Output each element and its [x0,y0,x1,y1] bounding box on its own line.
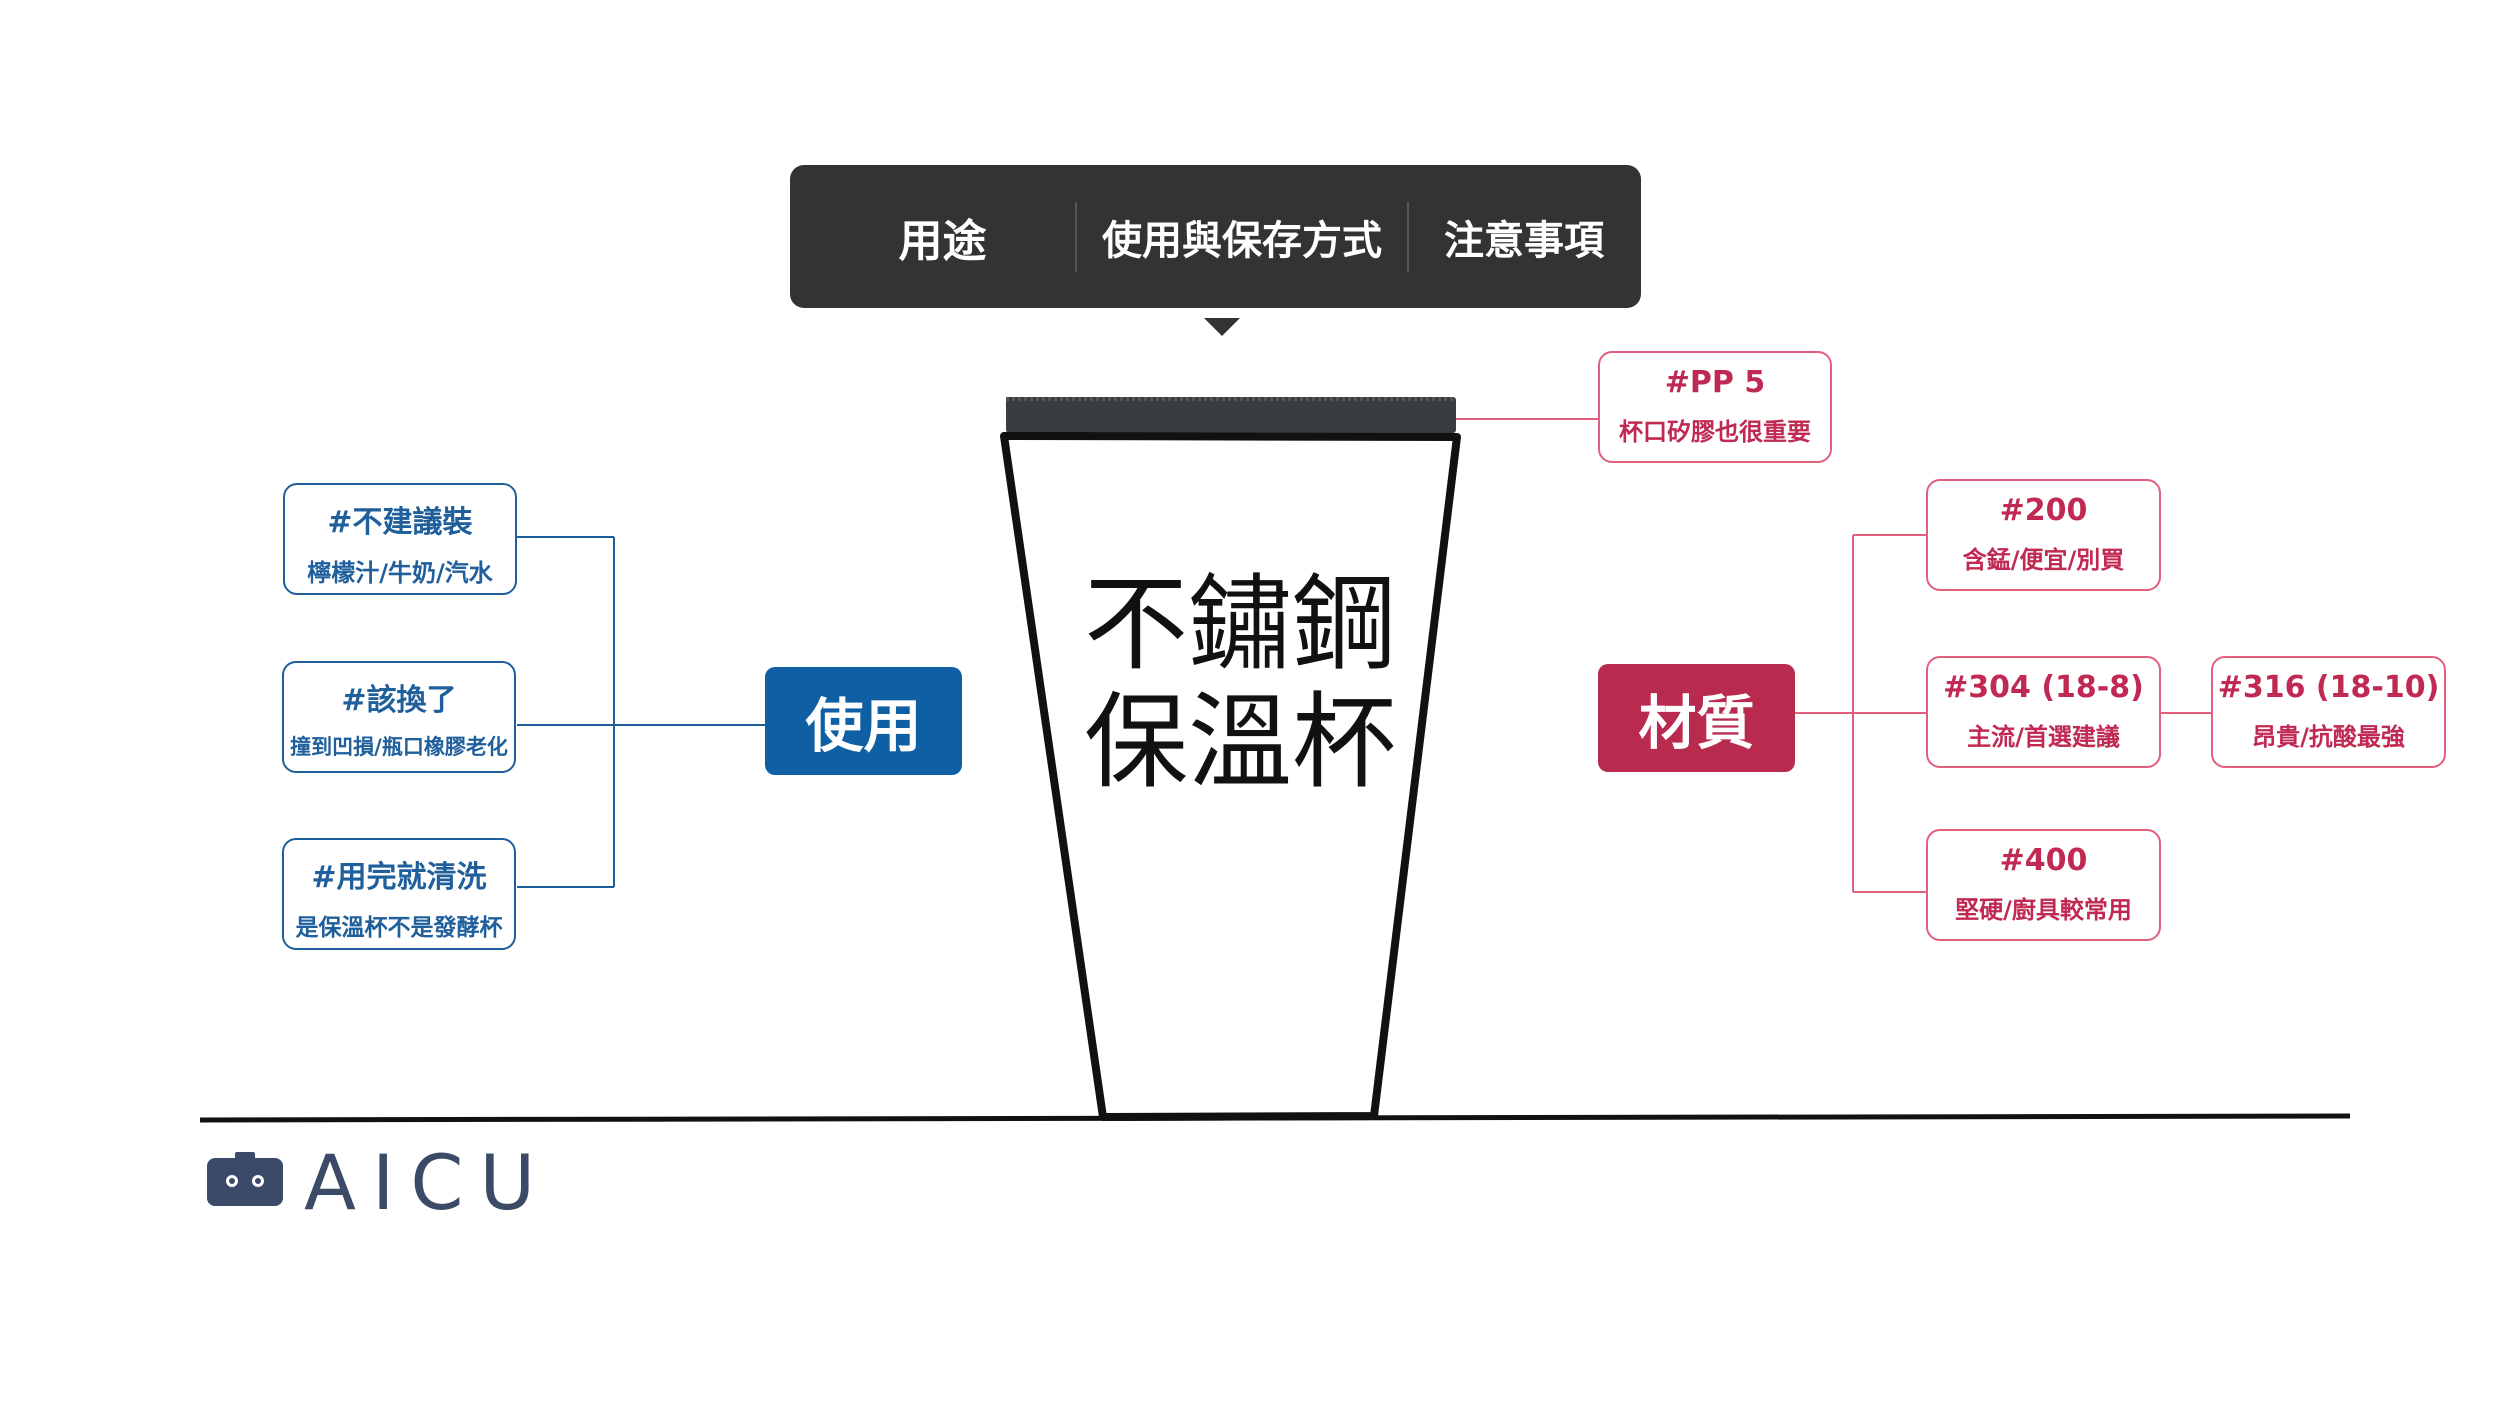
tab-pointer [1204,318,1240,336]
node-desc: 昂貴/抗酸最強 [2213,717,2444,752]
cup-lid [1006,397,1456,433]
node-tag: #PP 5 [1600,365,1830,400]
node-desc: 杯口矽膠也很重要 [1600,412,1830,447]
node-desc: 是保溫杯不是發酵杯 [284,908,514,942]
tab-notes[interactable]: 注意事項 [1409,208,1639,266]
usage-node[interactable]: #用完就清洗 是保溫杯不是發酵杯 [282,838,516,950]
usage-node[interactable]: #不建議裝 檸檬汁/牛奶/汽水 [283,483,517,595]
node-tag: #該換了 [284,675,514,719]
node-tag: #400 [1928,843,2159,878]
material-node[interactable]: #200 含錳/便宜/別買 [1926,479,2161,591]
node-desc: 檸檬汁/牛奶/汽水 [285,553,515,588]
node-desc: 主流/首選建議 [1928,717,2159,752]
lid-material-node[interactable]: #PP 5 杯口矽膠也很重要 [1598,351,1832,463]
node-tag: #200 [1928,493,2159,528]
node-desc: 撞到凹損/瓶口橡膠老化 [284,731,514,761]
usage-connectors [517,537,765,887]
material-node[interactable]: #400 堅硬/廚具較常用 [1926,829,2161,941]
node-desc: 含錳/便宜/別買 [1928,540,2159,575]
cup-title: 不鏽鋼 保溫杯 [1080,565,1400,801]
tab-usage-storage[interactable]: 使用與保存方式 [1077,208,1407,266]
usage-node[interactable]: #該換了 撞到凹損/瓶口橡膠老化 [282,661,516,773]
brand-logo-text: AICU [304,1138,551,1227]
material-hub[interactable]: 材質 [1598,664,1795,772]
cup-title-line1: 不鏽鋼 [1080,565,1400,683]
node-tag: #304 (18-8) [1928,670,2159,705]
node-tag: #用完就清洗 [284,852,514,896]
usage-hub[interactable]: 使用 [765,667,962,775]
node-tag: #316 (18-10) [2213,670,2444,705]
tab-bar: 用途 使用與保存方式 注意事項 [790,165,1641,308]
cup-title-line2: 保溫杯 [1080,683,1400,801]
robot-logo-icon [205,1150,285,1208]
tab-purpose[interactable]: 用途 [790,205,1075,269]
node-desc: 堅硬/廚具較常用 [1928,890,2159,925]
material-upgrade-node[interactable]: #316 (18-10) 昂貴/抗酸最強 [2211,656,2446,768]
material-node[interactable]: #304 (18-8) 主流/首選建議 [1926,656,2161,768]
node-tag: #不建議裝 [285,497,515,541]
